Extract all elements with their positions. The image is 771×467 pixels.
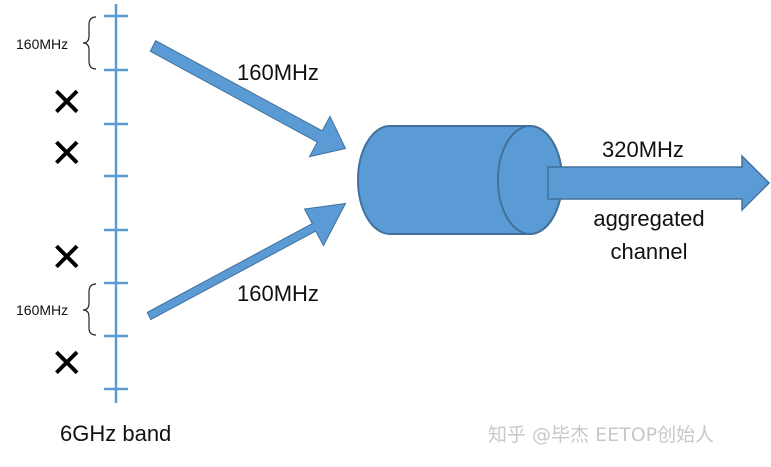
aggregator-cylinder-icon	[357, 125, 563, 235]
arrow-top-icon	[149, 40, 347, 158]
band-label: 6GHz band	[60, 421, 171, 446]
output-bandwidth-label: 320MHz	[602, 137, 684, 162]
brace-top-label: 160MHz	[16, 36, 68, 52]
band-axis	[104, 4, 128, 403]
brace-top	[82, 16, 97, 70]
arrow-top-label: 160MHz	[237, 60, 319, 85]
watermark: 知乎 @毕杰 EETOP创始人	[488, 424, 714, 446]
output-label-line2: channel	[610, 239, 687, 264]
arrow-output-icon	[547, 154, 771, 212]
output-label-line1: aggregated	[593, 206, 704, 231]
brace-bottom	[82, 283, 97, 336]
x-mark-icon: ✕	[50, 341, 84, 387]
arrow-bottom-icon	[146, 202, 347, 321]
x-mark-icon: ✕	[50, 235, 84, 281]
x-mark-icon: ✕	[50, 80, 84, 126]
arrow-bottom-label: 160MHz	[237, 281, 319, 306]
x-mark-icon: ✕	[50, 131, 84, 177]
brace-bottom-label: 160MHz	[16, 302, 68, 318]
